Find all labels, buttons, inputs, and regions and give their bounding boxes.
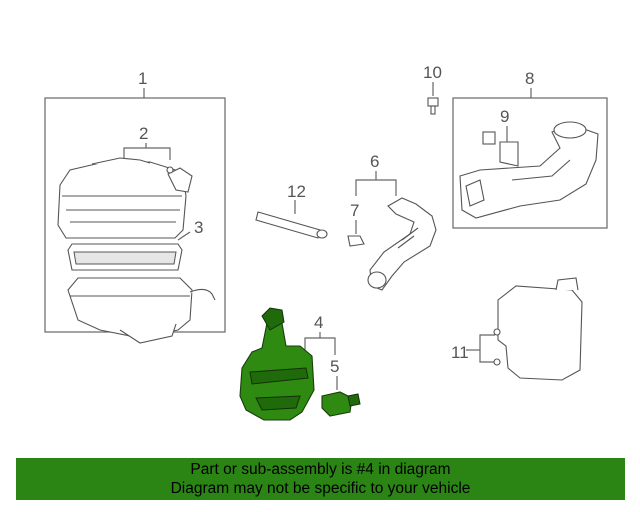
bolt-part — [427, 97, 439, 115]
highlighted-part-4 — [239, 307, 315, 421]
callout-9: 9 — [500, 107, 509, 126]
callout-3: 3 — [194, 218, 203, 237]
bracket-part — [482, 131, 519, 167]
group-box-8 — [452, 97, 608, 229]
callout-6: 6 — [370, 152, 379, 171]
filter-element — [67, 243, 183, 271]
resonator-part — [493, 277, 583, 381]
leader-lines — [123, 82, 532, 390]
info-banner: Part or sub-assembly is #4 in diagram Di… — [16, 458, 625, 500]
banner-line-1: Part or sub-assembly is #4 in diagram — [190, 461, 451, 478]
air-cleaner-cap — [57, 157, 187, 239]
air-cleaner-case — [67, 277, 216, 344]
callout-5: 5 — [330, 357, 339, 376]
callout-11: 11 — [451, 343, 469, 362]
intake-duct — [459, 121, 599, 219]
callout-10: 10 — [423, 63, 442, 82]
callout-8: 8 — [525, 69, 534, 88]
intake-hose — [367, 197, 437, 291]
callout-12: 12 — [287, 182, 306, 201]
callout-1: 1 — [138, 69, 147, 88]
callout-4: 4 — [314, 313, 323, 332]
callout-7: 7 — [350, 201, 359, 220]
highlighted-part-5 — [321, 391, 361, 417]
pin-part — [255, 211, 328, 239]
callout-2: 2 — [139, 124, 148, 143]
clamp-part — [347, 235, 365, 247]
banner-line-2: Diagram may not be specific to your vehi… — [170, 480, 471, 497]
clip-part — [166, 166, 193, 193]
